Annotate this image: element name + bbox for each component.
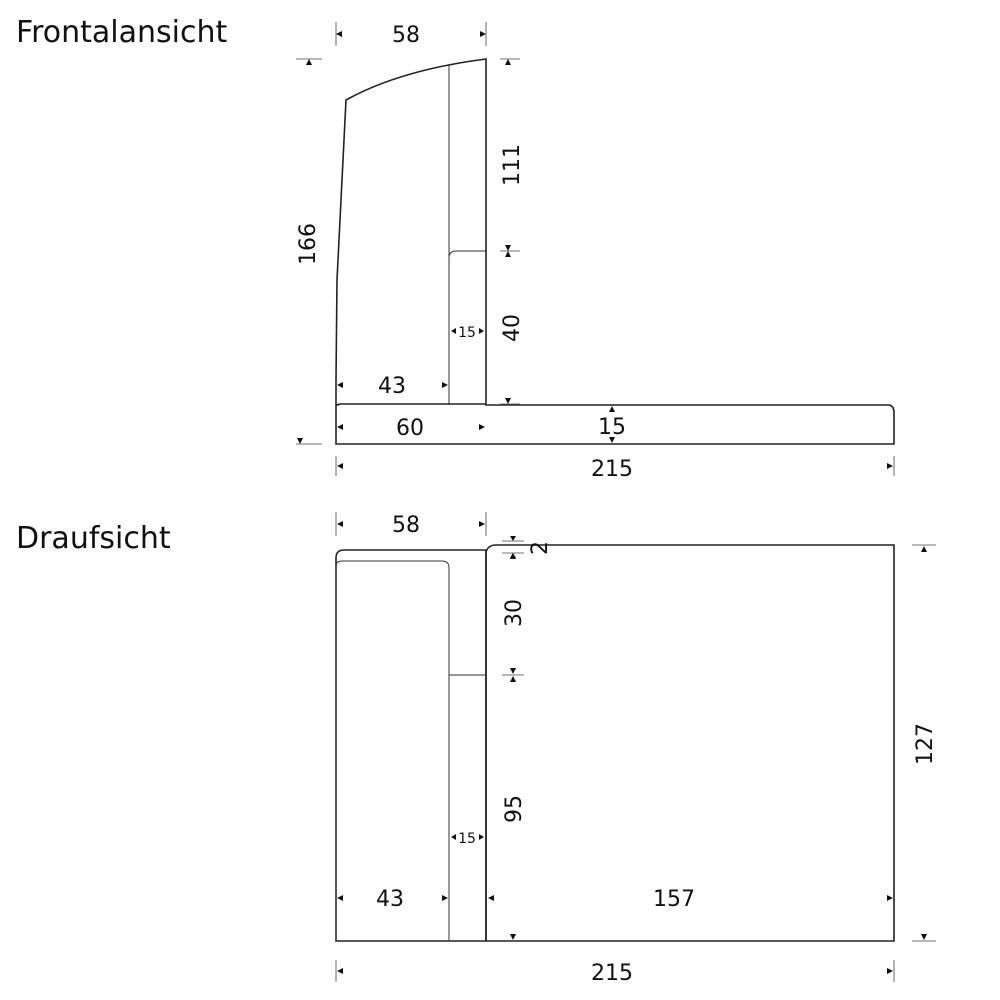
front-dim-total-height: 166 <box>296 58 322 445</box>
front-dim-total-width: 215 <box>335 456 895 482</box>
svg-text:30: 30 <box>502 599 527 627</box>
front-dim-back-upper: 111 <box>500 58 525 252</box>
svg-text:15: 15 <box>598 415 626 440</box>
front-view-title: Frontalansicht <box>16 15 227 50</box>
svg-text:60: 60 <box>396 416 424 441</box>
svg-text:95: 95 <box>502 795 527 823</box>
svg-text:157: 157 <box>653 887 695 912</box>
front-dim-base-height: 15 <box>598 406 626 443</box>
svg-text:215: 215 <box>591 457 633 482</box>
front-dim-top-width: 58 <box>335 22 487 48</box>
svg-text:127: 127 <box>913 723 938 765</box>
front-backrest-outline <box>335 58 895 445</box>
top-dim-offset: 2 <box>502 536 553 558</box>
top-dim-thickness: 15 <box>451 831 484 847</box>
svg-text:15: 15 <box>458 831 476 847</box>
svg-text:40: 40 <box>500 314 525 342</box>
top-outer-outline <box>335 549 487 942</box>
front-dim-armrest-thickness: 15 <box>451 325 484 341</box>
svg-text:2: 2 <box>528 541 553 555</box>
svg-text:15: 15 <box>458 325 476 341</box>
front-armrest-notch <box>448 250 486 405</box>
top-dim-main-width: 157 <box>488 887 893 912</box>
top-seat-outline <box>485 544 895 942</box>
svg-text:43: 43 <box>378 374 406 399</box>
front-view: Frontalansicht 58 166 <box>16 15 895 482</box>
svg-text:58: 58 <box>392 513 420 538</box>
top-dim-upper-depth: 30 <box>502 553 527 676</box>
front-dim-side-depth: 60 <box>337 416 485 441</box>
front-dim-seat-depth: 43 <box>337 374 448 399</box>
top-dim-total-depth: 127 <box>912 544 938 942</box>
svg-text:111: 111 <box>500 144 525 186</box>
top-dim-top-width: 58 <box>335 512 487 538</box>
top-seat-cushion <box>335 560 450 941</box>
svg-text:215: 215 <box>591 961 633 986</box>
top-view: Draufsicht 58 2 30 <box>16 512 938 986</box>
front-seat-base <box>335 403 486 406</box>
top-dim-lower-depth: 95 <box>502 676 527 940</box>
svg-text:166: 166 <box>296 223 321 265</box>
front-dim-armrest-gap: 40 <box>500 251 525 405</box>
svg-text:58: 58 <box>392 23 420 48</box>
top-dim-total-width: 215 <box>335 960 895 986</box>
top-dim-seat-depth: 43 <box>337 887 448 912</box>
top-view-title: Draufsicht <box>16 521 171 556</box>
svg-text:43: 43 <box>376 887 404 912</box>
